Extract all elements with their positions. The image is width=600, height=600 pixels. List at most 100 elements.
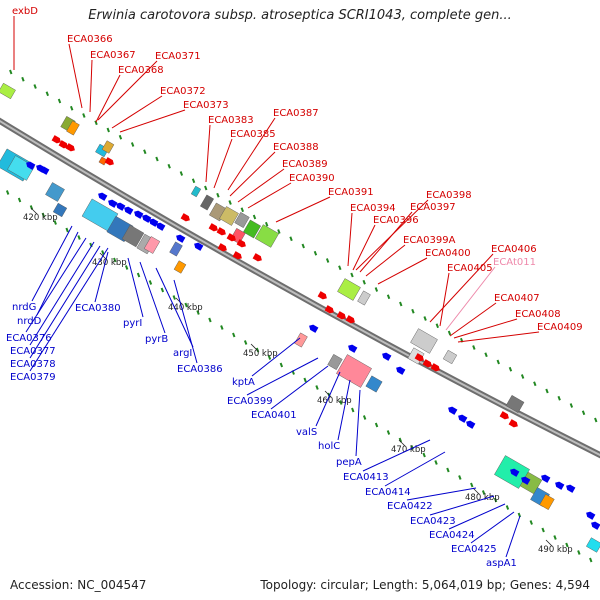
track-tick-inner	[5, 190, 10, 195]
track-tick-outer	[155, 156, 159, 162]
forward-gene-label: ECA0383	[208, 115, 254, 126]
scale-tick	[545, 539, 553, 547]
reverse-gene-label: ECA0401	[251, 410, 297, 421]
reverse-leader-line	[173, 279, 198, 364]
reverse-gene-label: ECA0386	[177, 364, 223, 375]
forward-gene-arrow	[232, 251, 242, 260]
backbone-highlight	[0, 119, 600, 457]
gene-block	[101, 140, 115, 154]
track-tick-inner	[124, 265, 129, 270]
track-tick-outer	[350, 272, 354, 278]
track-tick-outer	[191, 178, 196, 184]
forward-gene-arrow	[324, 305, 334, 314]
forward-gene-label: ECA0372	[160, 86, 206, 97]
forward-leader-line	[247, 182, 292, 209]
scale-tick	[472, 487, 480, 495]
reverse-gene-label: ECA0377	[10, 346, 56, 357]
reverse-leader-line	[155, 267, 194, 348]
gene-block	[45, 182, 65, 202]
gene-block	[169, 241, 183, 257]
reverse-gene-arrow	[586, 511, 596, 520]
track-tick-outer	[94, 120, 98, 126]
scale-tick	[398, 439, 406, 447]
reverse-gene-label: ECA0379	[10, 372, 56, 383]
track-tick-outer	[82, 113, 86, 118]
reverse-leader-line	[127, 257, 144, 318]
forward-leader-line	[449, 302, 497, 337]
scale-label: 420 kbp	[23, 213, 58, 223]
track-tick-outer	[240, 207, 244, 213]
forward-leader-line	[352, 224, 376, 271]
forward-gene-arrow	[422, 359, 432, 368]
reverse-gene-label: ECA0376	[6, 333, 52, 344]
reverse-gene-arrow	[396, 366, 406, 375]
reverse-gene-label: nrdG	[12, 302, 36, 313]
reverse-leader-line	[36, 231, 79, 316]
track-tick-inner	[113, 257, 117, 263]
track-tick-inner	[589, 557, 593, 563]
reverse-leader-line	[270, 365, 329, 410]
track-tick-inner	[17, 197, 22, 203]
reverse-gene-label: ECA0423	[410, 516, 456, 527]
track-tick-outer	[399, 301, 403, 307]
reverse-gene-label: ECA0399	[227, 396, 273, 407]
scale-tick	[250, 343, 258, 351]
forward-gene-label: ECA0388	[273, 142, 319, 153]
track-tick-outer	[374, 287, 379, 292]
track-tick-outer	[9, 69, 13, 75]
reverse-gene-label: ECA0425	[451, 544, 497, 555]
gene-block	[357, 290, 371, 306]
reverse-gene-arrow	[591, 521, 600, 530]
map-title: Erwinia carotovora subsp. atroseptica SC…	[88, 8, 512, 23]
track-tick-outer	[21, 76, 25, 82]
gene-block	[234, 212, 250, 228]
track-tick-inner	[386, 430, 391, 435]
forward-leader-line	[111, 95, 163, 129]
track-tick-outer	[277, 229, 281, 234]
reverse-leader-line	[448, 503, 506, 530]
forward-gene-arrow	[180, 213, 190, 222]
gene-block	[52, 202, 68, 218]
gene-block	[7, 155, 35, 181]
reverse-gene-label: ECA0424	[429, 530, 475, 541]
reverse-leader-line	[470, 511, 515, 544]
reverse-gene-arrow	[194, 242, 204, 251]
forward-gene-arrow	[414, 353, 424, 362]
track-tick-outer	[57, 98, 62, 104]
track-tick-inner	[446, 467, 450, 473]
reverse-gene-arrow	[149, 218, 159, 227]
track-tick-outer	[557, 395, 561, 401]
track-tick-outer	[252, 214, 257, 220]
gene-block	[254, 224, 280, 248]
reverse-gene-arrow	[156, 222, 166, 231]
reverse-gene-label: ECA0378	[10, 359, 56, 370]
forward-gene-arrow	[508, 419, 518, 428]
reverse-gene-arrow	[448, 406, 458, 415]
track-tick-inner	[208, 317, 212, 323]
scale-tick	[175, 297, 183, 305]
track-tick-inner	[410, 445, 414, 450]
forward-gene-label: ECA0400	[425, 248, 471, 259]
forward-leader-line	[275, 196, 331, 223]
reverse-leader-line	[362, 439, 431, 472]
reverse-gene-arrow	[124, 206, 134, 215]
track-tick-outer	[362, 279, 366, 285]
forward-leader-line	[237, 168, 285, 203]
reverse-leader-line	[246, 357, 319, 396]
gene-block	[0, 82, 16, 100]
reverse-gene-arrow	[40, 166, 50, 175]
track-tick-outer	[216, 192, 220, 198]
gene-block	[410, 328, 438, 354]
reverse-leader-line	[505, 515, 521, 558]
track-tick-inner	[374, 422, 379, 428]
reverse-gene-label: pepA	[336, 457, 362, 468]
track-tick-inner	[470, 482, 474, 488]
track-tick-outer	[118, 134, 123, 140]
track-tick-inner	[255, 347, 260, 353]
forward-leader-line	[359, 211, 413, 273]
gene-block	[243, 219, 261, 239]
forward-gene-arrow	[236, 239, 246, 248]
forward-leader-line	[429, 253, 494, 323]
track-tick-inner	[303, 377, 307, 383]
